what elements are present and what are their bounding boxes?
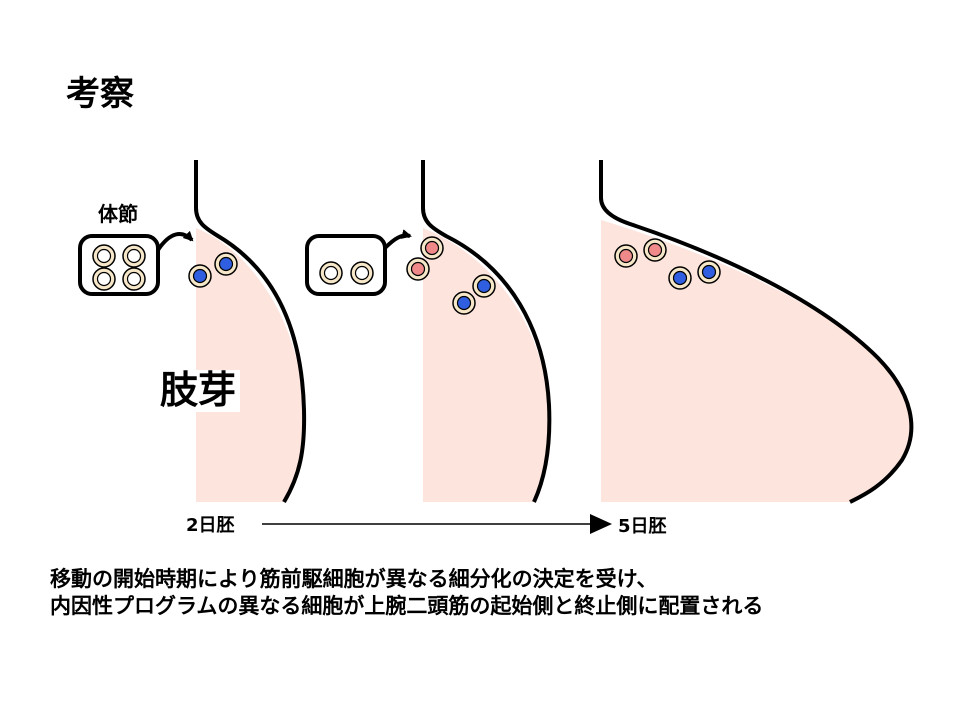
somite-label: 体節: [98, 202, 138, 226]
limb-bud-1-shape: [196, 228, 305, 502]
stage-start-label: 2日胚: [186, 515, 235, 536]
limb-bud-2-shape: [423, 228, 550, 502]
cell-blue: [472, 274, 496, 298]
cell-red: [643, 238, 667, 262]
limb-bud-label: 肢芽: [156, 369, 241, 412]
limb-bud-2-outline: [421, 160, 552, 503]
timeline-arrowhead: [590, 514, 612, 534]
somite-box-1: [78, 234, 160, 296]
cell-blue: [697, 260, 721, 284]
cell-blue: [214, 252, 238, 276]
limb-bud-stage-2: [421, 160, 552, 503]
limb-bud-3-shape: [601, 220, 911, 502]
stage-end-label: 5日胚: [618, 516, 667, 537]
migration-arrow-2: [383, 229, 412, 250]
slide-title: 考察: [66, 74, 134, 114]
limb-bud-stage-3: [599, 160, 914, 504]
cell-red: [614, 244, 638, 268]
limb-bud-stage-1: [194, 160, 307, 504]
somite-cell: [92, 267, 116, 291]
caption-line-2: 内因性プログラムの異なる細胞が上腕二頭筋の起始側と終止側に配置される: [50, 594, 764, 618]
cell-red: [420, 236, 444, 260]
somite-cell: [122, 244, 146, 268]
caption: 移動の開始時期により筋前駆細胞が異なる細分化の決定を受け、 内因性プログラムの異…: [50, 566, 763, 620]
somite-cell: [92, 244, 116, 268]
migration-arrow-1: [156, 230, 194, 252]
somite-cell: [122, 267, 146, 291]
somite-box-2: [305, 234, 387, 296]
limb-bud-3-outline: [599, 160, 914, 504]
limb-bud-1-outline: [194, 160, 307, 504]
somite-cell: [319, 261, 343, 285]
cell-blue: [452, 291, 476, 315]
cell-red: [406, 257, 430, 281]
somite-cell: [350, 261, 374, 285]
cell-blue: [188, 264, 212, 288]
cell-blue: [668, 266, 692, 290]
caption-line-1: 移動の開始時期により筋前駆細胞が異なる細分化の決定を受け、: [50, 567, 658, 591]
